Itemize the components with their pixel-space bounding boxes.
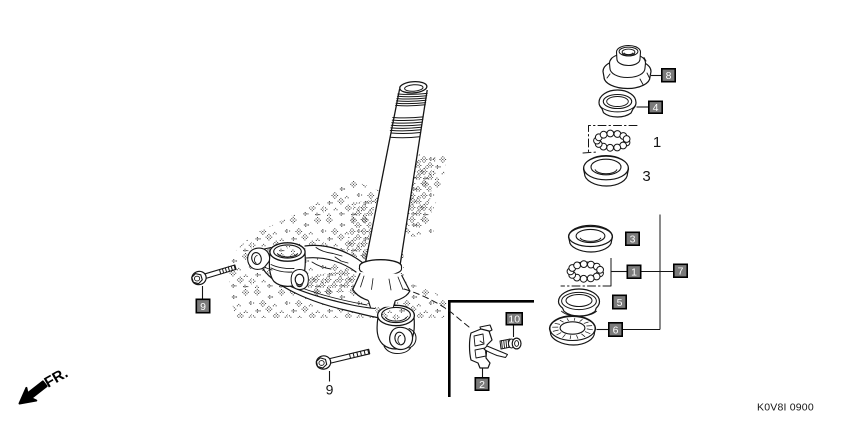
svg-text:9: 9 xyxy=(200,301,206,313)
svg-text:7: 7 xyxy=(678,266,684,278)
svg-text:8: 8 xyxy=(666,70,672,82)
svg-text:9: 9 xyxy=(326,382,334,398)
svg-text:4: 4 xyxy=(653,102,659,114)
svg-text:10: 10 xyxy=(508,314,520,326)
svg-text:1: 1 xyxy=(653,134,661,151)
svg-text:K0V8I 0900: K0V8I 0900 xyxy=(757,402,814,414)
svg-text:6: 6 xyxy=(613,324,619,336)
svg-text:1: 1 xyxy=(631,267,637,279)
svg-text:2: 2 xyxy=(479,379,485,391)
svg-text:3: 3 xyxy=(630,234,636,246)
svg-text:3: 3 xyxy=(642,168,650,185)
svg-text:5: 5 xyxy=(617,297,623,309)
